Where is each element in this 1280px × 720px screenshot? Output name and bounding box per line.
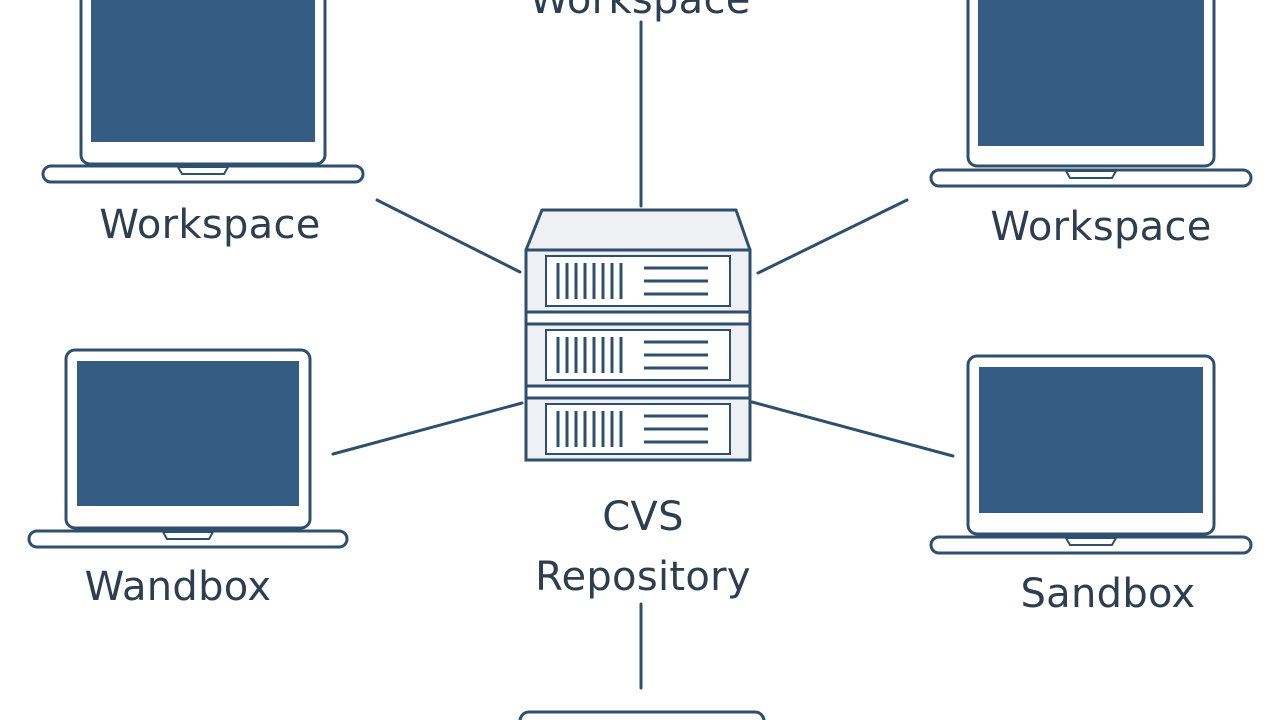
laptop-icon xyxy=(929,354,1253,555)
server-rack-icon xyxy=(524,208,752,462)
repository-label-line2: Repository xyxy=(535,554,751,600)
connectors xyxy=(331,20,955,690)
node-label-wandbox: Wandbox xyxy=(84,564,272,610)
connector-sandbox xyxy=(750,400,955,458)
node-label-workspace-right: Workspace xyxy=(990,204,1212,250)
repository-label-line1: CVS xyxy=(602,494,684,540)
connector-workspace-right xyxy=(756,198,909,275)
node-label-top: Workspace xyxy=(529,0,751,23)
laptop-icon xyxy=(27,348,349,549)
connector-wandbox xyxy=(331,401,524,456)
node-label-workspace-left: Workspace xyxy=(99,202,321,248)
connector-workspace-left xyxy=(375,198,522,274)
laptop-icon xyxy=(929,0,1253,188)
node-label-sandbox: Sandbox xyxy=(1020,571,1196,617)
laptop-icon xyxy=(41,0,365,184)
laptop-icon xyxy=(518,710,766,720)
repository-label: CVS Repository xyxy=(535,487,751,607)
